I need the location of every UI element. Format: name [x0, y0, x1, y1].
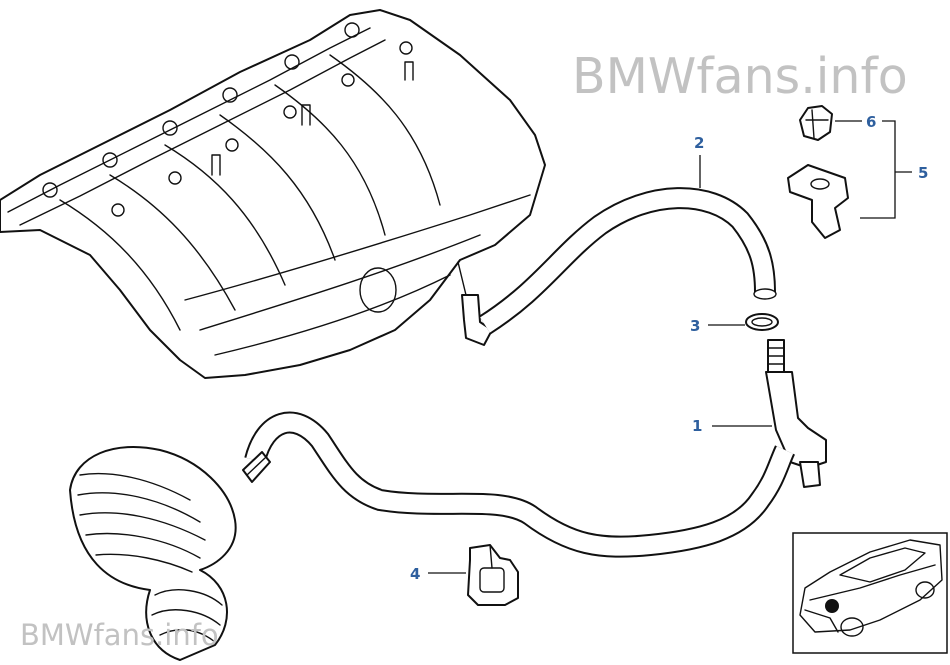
callout-1: 1: [692, 417, 702, 435]
vent-hose-lower-drawing: [242, 411, 796, 558]
callout-3: 3: [690, 317, 700, 335]
vent-valve-1-drawing: [765, 339, 827, 488]
callout-6: 6: [866, 113, 876, 131]
callout-4: 4: [410, 565, 420, 583]
callout-2: 2: [694, 134, 704, 152]
intake-manifold-drawing: [0, 9, 546, 379]
leader-lines: [428, 120, 912, 574]
watermark-top: BMWfans.info: [572, 48, 908, 105]
callouts: 1 2 3 4 5 6: [410, 113, 928, 583]
bracket-drawing: [787, 164, 849, 239]
clip-6-drawing: [799, 105, 833, 141]
vent-hose-2-drawing: [479, 187, 777, 335]
air-intake-boot-drawing: [69, 446, 237, 661]
callout-5: 5: [918, 164, 928, 182]
watermark-bottom: BMWfans.info: [20, 618, 219, 652]
car-location-inset: [792, 532, 948, 654]
hose-clamp-3-drawing: [745, 313, 779, 331]
grommet-4-drawing: [467, 544, 519, 606]
car-location-drawing: [799, 539, 943, 637]
location-marker: [825, 599, 839, 613]
